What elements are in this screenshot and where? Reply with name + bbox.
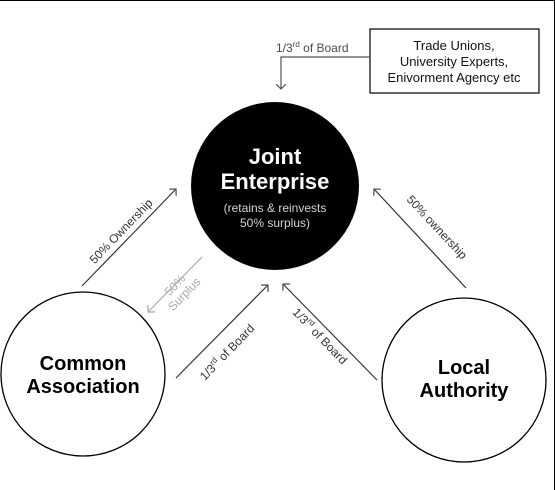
ownership-left-connector [81, 189, 176, 287]
common-line-2: Association [26, 376, 139, 398]
local-authority-node: Local Authority [381, 297, 547, 463]
joint-subtitle-line-2: 50% surplus) [240, 216, 310, 230]
trade-box: Trade Unions, University Experts, Enivor… [369, 28, 540, 94]
trade-box-line-1: Trade Unions, [413, 38, 494, 53]
local-authority-circle [381, 297, 547, 463]
board-top-rest: of Board [300, 41, 349, 55]
joint-subtitle-line-1: (retains & reinvests [224, 201, 327, 215]
board-left-connector [175, 285, 268, 379]
board-top-fraction: 1/3 [276, 41, 293, 55]
board-top-sup: rd [293, 40, 300, 49]
common-association-node: Common Association [0, 291, 166, 457]
joint-enterprise-circle [191, 102, 359, 270]
board-right-sup: rd [306, 317, 317, 328]
joint-title-line-1: Joint [249, 144, 302, 169]
common-line-1: Common [40, 353, 127, 375]
board-right-rest: of Board [306, 322, 350, 367]
surplus-label: 50% Surplus [162, 271, 204, 313]
ownership-left-label: 50% Ownership [87, 196, 156, 267]
ownership-right-label: 50% ownership [404, 192, 470, 262]
board-top-connector [281, 56, 370, 89]
local-line-1: Local [438, 357, 490, 379]
local-line-2: Authority [420, 380, 510, 402]
ownership-right-connector [374, 189, 467, 289]
common-association-circle [0, 291, 166, 457]
board-right-label: 1/3rd of Board [290, 305, 351, 368]
joint-enterprise-node: Joint Enterprise (retains & reinvests 50… [191, 102, 359, 270]
board-left-sup: rd [208, 356, 219, 367]
trade-box-line-2: University Experts, [400, 54, 508, 69]
trade-box-line-3: Enivorment Agency etc [388, 70, 521, 85]
surplus-connector [148, 256, 203, 312]
board-left-label: 1/3rd of Board [196, 321, 257, 384]
trade-box-border [369, 28, 540, 94]
board-top-label: 1/3rd of Board [276, 40, 349, 55]
board-right-connector [283, 284, 378, 381]
board-left-rest: of Board [213, 321, 257, 366]
joint-title-line-2: Enterprise [221, 169, 330, 194]
